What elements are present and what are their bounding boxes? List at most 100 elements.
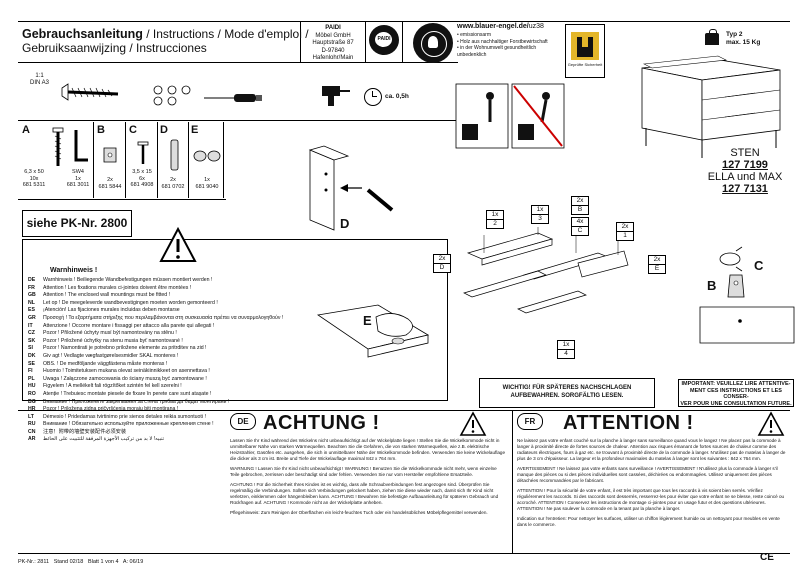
part-c-article: 681 4908 [130,182,154,189]
language-code: CN [28,428,36,435]
document-title: Gebrauchsanleitung / Instructions / Mode… [22,27,309,55]
fr-paragraph: Ne laissez pas votre enfant couché sur l… [517,438,786,461]
step-d-label: D [340,216,350,231]
warning-line-fr: FR Attention ! Les fixations murales ci-j… [28,285,283,293]
language-code: FR [28,284,35,291]
warning-text: تنبيه! لا بد من تركيب الأجهزة المرفقة لل… [43,436,165,443]
language-code: SE [28,360,35,367]
footer-pk: PK-Nr.: 2811 [18,559,50,565]
blauer-engel-url[interactable]: www.blauer-engel.de/ [457,23,529,30]
warning-text: ¡Atención! Las fijaciones murales inclui… [43,307,180,314]
warning-line-cn: CN 注意！附带的墙壁安装配件必须安装 [28,429,283,437]
warning-triangle-icon [159,226,197,262]
screw-1-1-icon [61,83,119,101]
header-divider [300,21,301,62]
bracket-b-icon [103,147,117,163]
part-e-info: 1x 681 9040 [191,177,223,190]
language-code: HU [28,383,36,390]
part-a-info: 6,3 x 50 10x 681 5311 [20,169,48,189]
hint-line: WICHTIG! FÜR SPÄTERES NACHSCHLAGEN [502,385,632,391]
language-code: LT [28,413,34,420]
de-paragraph: WARNUNG ! Lassen Sie Ihr Kind nicht unbe… [230,466,497,477]
title-main: Gebrauchsanleitung [22,27,143,41]
paidi-logo-text: PAIDI [377,36,391,42]
model-name-ella-max: ELLA und MAX [707,171,783,183]
part-e-qty: 1x [204,177,210,183]
part-a-size: 6,3 x 50 [24,169,44,175]
part-b-label: B [97,124,105,136]
company-name: PAIDI [325,25,341,31]
exploded-assembly-diagram [463,223,629,314]
parts-divider [125,122,126,198]
warning-text: Giv agt ! Vedlagte vægfastgørelsesmidler… [43,352,179,359]
title-languages: / Instructions / Mode d'emploi / [142,27,309,41]
part-c-label: C [129,124,137,136]
header-divider [365,21,366,62]
parts-bottom-rule [18,199,226,200]
footer-sheet: Blatt 1 von 4 [87,559,119,565]
part-b-info: 2x 681 5844 [95,177,125,190]
bottom-section-rule [18,410,790,411]
language-code: BG [28,398,36,405]
type-label: Typ 2 [726,31,743,38]
load-rating: Typ 2 max. 15 Kg [726,31,760,47]
fr-warning-title: ATTENTION ! [563,412,694,434]
warning-text: Attention ! The enclosed wall mountings … [43,292,171,299]
language-code: GB [28,292,36,299]
blauer-engel-bullet: unbedenklich [457,51,487,58]
language-code: PL [28,375,35,382]
important-line: MENT CES INSTRUCTIONS ET LES CONSER- [690,387,782,401]
model-numbers: STEN 127 7199 ELLA und MAX 127 7131 [705,147,785,195]
parts-divider [157,122,158,198]
warning-text: Pozor ! Přiložené úchyty musí být namont… [43,330,177,337]
language-code: RU [28,421,36,428]
part-d-label: D [160,124,168,136]
footer-stand: Stand 02/18 [53,559,84,565]
warning-triangle-icon [459,411,487,436]
part-c-info: 3,5 x 15 6x 681 4908 [126,169,158,189]
fr-paragraph: AVERTISSEMENT ! Ne laissez pas votre enf… [517,466,778,483]
model-number-sten: 127 7199 [722,159,768,171]
part-b-article: 681 5844 [98,183,122,190]
warning-text: Attention ! Les fixations murales ci-joi… [43,284,192,291]
warning-line-es: ES¡Atención! Las fijaciones murales incl… [28,307,283,315]
warning-line-hr: HRPozor ! Priložena zidna pričvršćenja m… [28,406,283,414]
warning-text: Uwaga ! Załączone zamocowania do ściany … [43,375,207,382]
lang-de-badge: DE [230,413,256,430]
gs-certification-stamp: Geprüfte Sicherheit [565,24,605,78]
part-d-qty: 2x [170,177,176,183]
title-line2: Gebruiksaanwijzing / Instrucciones [22,41,207,55]
important-notice-fr: IMPORTANT: VEUILLEZ LIRE ATTENTIVE- MENT… [678,379,794,407]
blauer-engel-bullet: • in der Wohnumwelt gesundheitlich [457,45,537,52]
scale-format: DIN A3 [30,80,50,86]
wall-mount-warning-box [22,239,448,401]
warning-title: Warnhinweis ! [50,267,98,274]
important-line: IMPORTANT: VEUILLEZ LIRE ATTENTIVE- [681,381,791,387]
pad-attach-diagram [316,304,430,358]
screw-c-icon [137,141,149,164]
blauer-engel-bullet: • Holz aus nachhaltiger Forstbewirtschaf… [457,38,548,45]
language-code: SI [28,345,33,352]
header-bottom-rule [18,62,458,63]
allen-key-qty: 1x [75,175,81,182]
warning-text: 注意！附带的墙壁安装配件必须安装 [43,428,127,435]
parts-divider [188,122,189,198]
keep-instructions-hint: WICHTIG! FÜR SPÄTERES NACHSCHLAGEN AUFBE… [479,378,655,408]
dowel-insertion-diagram [308,145,394,231]
language-code: RO [28,390,36,397]
paidi-logo: PAIDI [369,25,399,55]
warning-text: Pozor ! Priložené úchytky na stenu musia… [43,337,183,344]
step-e-label: E [363,313,372,328]
